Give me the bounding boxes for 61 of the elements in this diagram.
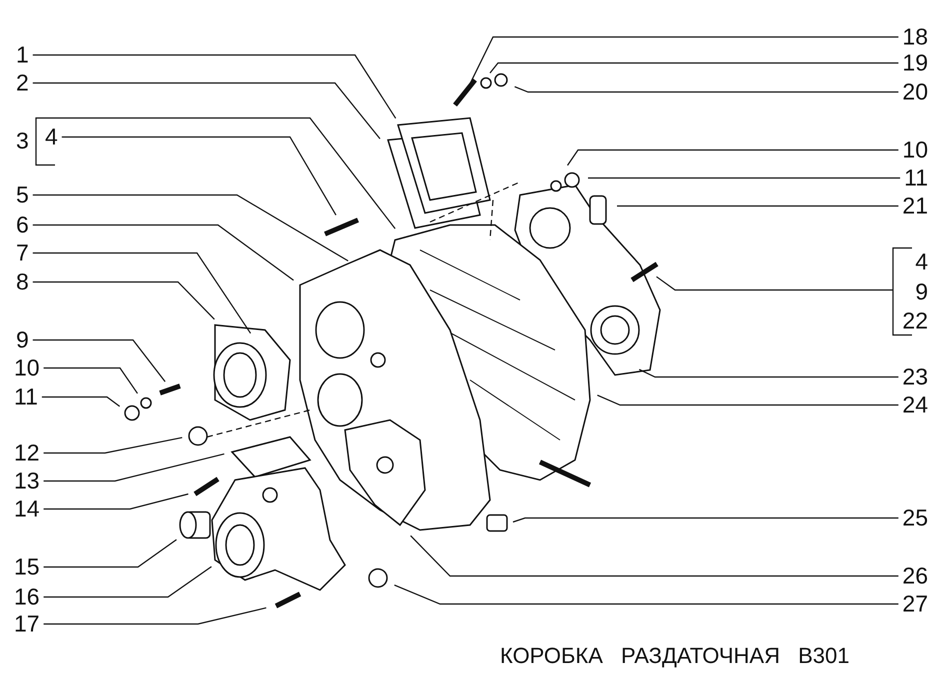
- callout-number: 4: [45, 126, 58, 148]
- leader-line: [410, 535, 898, 577]
- leader-line: [514, 86, 898, 93]
- callout-number: 9: [16, 328, 29, 352]
- callout-number: 5: [16, 184, 29, 206]
- leader-line: [617, 205, 898, 207]
- callout-number: 21: [902, 194, 928, 218]
- callout-number: 10: [902, 138, 928, 162]
- callout-number: 22: [902, 310, 928, 332]
- leader-line: [468, 36, 898, 86]
- callout-number: 10: [14, 356, 40, 380]
- callout-number: 26: [902, 564, 928, 588]
- callout-number: 13: [14, 470, 40, 492]
- callout-number: 20: [902, 80, 928, 104]
- leader-line: [42, 396, 120, 407]
- leader-line: [32, 194, 348, 262]
- leader-line: [44, 566, 212, 598]
- callout-number: 18: [902, 26, 928, 48]
- callout-number: 8: [16, 270, 29, 294]
- callout-number: 19: [902, 52, 928, 74]
- callout-number: 16: [14, 586, 40, 608]
- leader-line: [44, 367, 138, 394]
- callout-number: 11: [14, 386, 38, 408]
- leader-line: [44, 453, 224, 482]
- callout-number: 7: [16, 242, 29, 264]
- callout-number: 23: [902, 366, 928, 388]
- leader-line: [32, 281, 215, 320]
- leader-line: [656, 247, 913, 336]
- leader-line: [638, 368, 898, 378]
- callout-number: 24: [902, 394, 928, 416]
- callout-number: 1: [16, 44, 29, 66]
- callout-number: 12: [14, 442, 40, 464]
- leader-line: [44, 607, 266, 625]
- leader-line: [567, 149, 898, 166]
- callout-number: 9: [915, 280, 928, 304]
- callout-number: 27: [902, 592, 928, 616]
- leader-line: [588, 177, 900, 179]
- leader-line: [32, 82, 380, 140]
- leader-line: [32, 54, 396, 119]
- leader-line: [44, 539, 177, 568]
- leader-line: [44, 493, 188, 510]
- leader-line: [490, 62, 898, 74]
- callout-number: 4: [915, 250, 928, 274]
- leader-line: [512, 517, 898, 523]
- callout-number: 3: [16, 130, 29, 152]
- callout-number: 6: [16, 214, 29, 236]
- leader-line: [32, 252, 252, 334]
- callout-number: 15: [14, 556, 40, 578]
- leader-line: [394, 584, 898, 605]
- callout-number: 17: [14, 612, 40, 636]
- callout-number: 11: [904, 166, 928, 190]
- callout-number: 25: [902, 506, 928, 530]
- leader-line: [62, 136, 336, 216]
- callout-number: 14: [14, 498, 40, 520]
- leader-line: [32, 339, 166, 382]
- leader-line: [44, 436, 182, 454]
- leader-line: [597, 394, 898, 406]
- leader-line: [35, 117, 396, 230]
- leader-line: [32, 224, 294, 281]
- title: КОРОБКА РАЗДАТОЧНАЯ В301: [500, 645, 850, 667]
- callout-number: 2: [16, 72, 29, 94]
